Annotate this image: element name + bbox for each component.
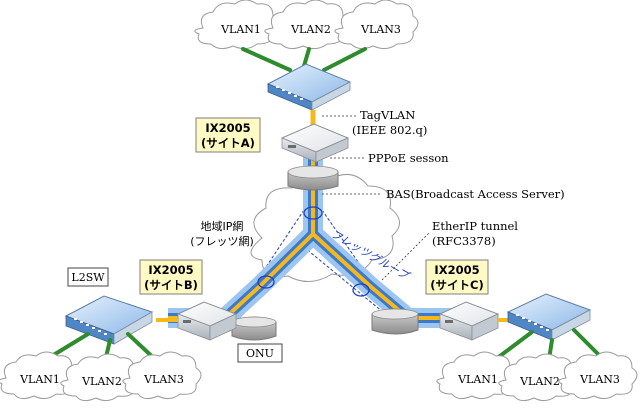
l2-switch-left [64, 295, 154, 345]
vlan-clouds-left: VLAN1 VLAN2 VLAN3 [0, 351, 202, 402]
etherip-rfc-label: (RFC3378) [432, 234, 496, 248]
etherip-label: EtherIP tunnel [432, 219, 518, 233]
vlan1-left-label: VLAN1 [19, 373, 60, 386]
l2sw-label-box: L2SW [67, 267, 109, 287]
cloud-vlan2-top: VLAN2 [264, 0, 349, 50]
cloud-vlan1-right: VLAN1 [436, 351, 516, 400]
site-b-label-box: IX2005 (サイトB) [139, 259, 203, 295]
l2-switch-top [266, 63, 352, 111]
router-site-c [438, 301, 500, 341]
callout-lines [322, 115, 431, 281]
onu-label-box: ONU [237, 343, 283, 363]
site-c-model: IX2005 [434, 263, 479, 277]
cloud-vlan3-left: VLAN3 [122, 351, 202, 400]
cloud-vlan3-top: VLAN3 [334, 0, 419, 50]
pppoe-label: PPPoE sesson [368, 151, 449, 165]
l2sw-label: L2SW [71, 271, 105, 284]
site-c-label-box: IX2005 (サイトC) [425, 259, 489, 295]
vlan3-top-label: VLAN3 [360, 23, 401, 36]
cloud-vlan2-left: VLAN2 [60, 353, 140, 402]
onu-label: ONU [246, 347, 274, 360]
router-site-a [280, 123, 350, 163]
network-label: 地域IP網 (フレッツ網) [190, 219, 254, 248]
vlan-clouds-top: VLAN1 VLAN2 VLAN3 [194, 0, 419, 50]
site-b-model: IX2005 [148, 263, 193, 277]
cloud-vlan3-right: VLAN3 [558, 351, 638, 400]
bas-device-left [231, 316, 277, 341]
bas-device-right [371, 308, 419, 335]
router-site-b [176, 301, 238, 341]
l2-switch-right [506, 293, 592, 341]
cloud-vlan1-top: VLAN1 [194, 0, 279, 50]
site-a-name: (サイトA) [201, 136, 255, 150]
vlan3-left-label: VLAN3 [143, 373, 184, 386]
vlan2-top-label: VLAN2 [290, 23, 331, 36]
etherip-callout: EtherIP tunnel (RFC3378) [432, 219, 518, 248]
vlan1-right-label: VLAN1 [457, 373, 498, 386]
cloud-vlan2-right: VLAN2 [498, 353, 578, 402]
bas-markers [257, 206, 370, 297]
vlan3-right-label: VLAN3 [579, 373, 620, 386]
network-subname: (フレッツ網) [190, 234, 254, 248]
vlan1-top-label: VLAN1 [220, 23, 261, 36]
vlan-clouds-right: VLAN1 VLAN2 VLAN3 [436, 351, 638, 402]
vlan-links-top [241, 47, 367, 72]
tagvlan-label: TagVLAN [360, 108, 415, 122]
site-a-label-box: IX2005 (サイトA) [195, 117, 261, 153]
tagvlan-callout: TagVLAN (IEEE 802.q) [352, 108, 427, 137]
site-b-name: (サイトB) [144, 278, 198, 292]
tagvlan-std-label: (IEEE 802.q) [352, 123, 427, 137]
bas-device-top [287, 165, 339, 191]
network-name: 地域IP網 [201, 219, 244, 233]
site-a-model: IX2005 [205, 121, 250, 135]
site-c-name: (サイトC) [430, 278, 483, 292]
bas-label: BAS(Broadcast Access Server) [386, 187, 565, 201]
vlan2-right-label: VLAN2 [519, 375, 560, 388]
vlan2-left-label: VLAN2 [81, 375, 122, 388]
